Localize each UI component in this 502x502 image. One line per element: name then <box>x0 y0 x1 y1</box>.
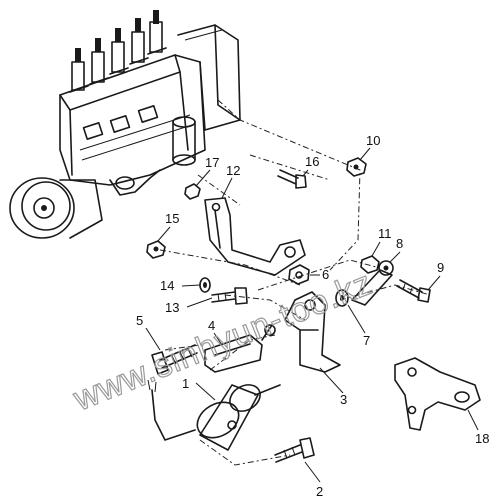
washer-14 <box>199 277 211 293</box>
injection-pump-drawing <box>9 10 241 239</box>
nut-15 <box>146 240 166 259</box>
callout-leaders <box>145 147 479 483</box>
ball-joint-8 <box>351 260 394 306</box>
nut-10 <box>346 157 367 177</box>
callout-11: 11 <box>378 226 392 241</box>
callout-8: 8 <box>396 236 403 251</box>
callout-5: 5 <box>136 313 143 328</box>
callout-18: 18 <box>475 431 489 446</box>
bolt-9 <box>396 279 431 303</box>
bolt-16 <box>277 169 307 189</box>
callout-6: 6 <box>322 267 329 282</box>
callout-12: 12 <box>226 163 240 178</box>
callout-9: 9 <box>437 260 444 275</box>
callout-4: 4 <box>208 318 215 333</box>
stop-solenoid <box>147 379 281 451</box>
leader-lines <box>159 99 431 466</box>
nut-7 <box>335 289 349 307</box>
bolt-5 <box>151 344 198 375</box>
delivery-valves <box>69 10 167 93</box>
callout-7: 7 <box>363 333 370 348</box>
callout-16: 16 <box>305 154 319 169</box>
callout-17: 17 <box>205 155 219 170</box>
watermark-text: www.sinhyun-too.kz <box>68 264 378 419</box>
bolt-13 <box>211 287 248 305</box>
callout-15: 15 <box>165 211 179 226</box>
callout-14: 14 <box>160 278 174 293</box>
callout-3: 3 <box>340 392 347 407</box>
callout-2: 2 <box>316 484 323 499</box>
callout-1: 1 <box>182 376 189 391</box>
callout-labels: 1 2 3 4 5 6 7 8 9 10 11 12 13 14 15 16 1… <box>136 133 489 499</box>
bolt-2 <box>274 437 315 463</box>
bracket-lower <box>284 291 341 373</box>
link-rod <box>204 324 276 373</box>
nut-17 <box>184 183 201 200</box>
nut-6 <box>288 264 310 285</box>
callout-13: 13 <box>165 300 179 315</box>
callout-10: 10 <box>366 133 380 148</box>
bracket-upper <box>204 197 306 276</box>
bracket-18 <box>394 357 481 431</box>
drive-pulley <box>9 177 103 239</box>
